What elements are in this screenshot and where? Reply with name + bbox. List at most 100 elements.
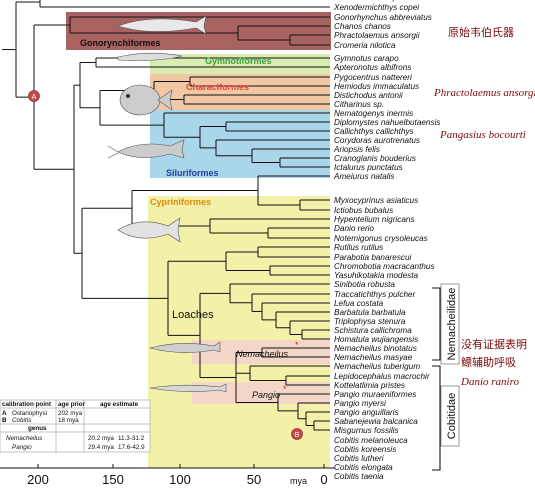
taxon-label: Gymnotus carapo [334, 54, 399, 63]
taxon-label: Nemacheilus masyae [334, 353, 413, 362]
svg-text:Nemacheilidae: Nemacheilidae [446, 288, 458, 361]
taxon-label: Cobitis elongata [334, 463, 393, 472]
cypriniformes-label: Cypriniformes [150, 197, 211, 207]
siluriformes-label: Siluriformes [166, 168, 219, 178]
svg-text:29.4 mya: 29.4 mya [88, 444, 114, 451]
gonorynchiformes-band [66, 12, 331, 50]
gymnotiformes-band [150, 54, 330, 74]
taxon-label: Ictalurus punctatus [334, 163, 403, 172]
axis-tick-50: 50 [247, 472, 261, 487]
taxon-label: Yasuhikotakia modesta [334, 271, 418, 280]
taxon-label: Cobitis melanoleuca [334, 436, 408, 445]
svg-text:A: A [32, 94, 37, 101]
svg-text:Cobitis: Cobitis [12, 417, 32, 424]
danio-note: Danio raniro [460, 376, 519, 388]
taxon-label: Maulisia microlepis [334, 0, 403, 2]
taxon-label: Barbatula barbatula [334, 308, 406, 317]
taxon-label: Diplomystes nahuelbutaensis [334, 118, 441, 127]
taxon-label: Triplophysa stenura [334, 317, 406, 326]
cn-no-evidence-note-1: 没有证据表明 [461, 337, 527, 351]
nemacheilus-label: Nemacheilus [236, 349, 289, 359]
taxon-label: Traccatichthys pulcher [334, 290, 416, 299]
loaches-label: Loaches [172, 309, 214, 321]
taxon-label: Lefua costata [334, 299, 384, 308]
svg-text:11.3-31.2: 11.3-31.2 [118, 435, 145, 442]
svg-text:20.2 mya: 20.2 mya [88, 435, 114, 442]
cn-no-evidence-note-2: 鳔辅助呼吸 [461, 355, 516, 369]
node-a-marker: A [28, 90, 40, 102]
taxon-label: Lepidocephalus macrochir [334, 372, 430, 381]
knifefish-icon [117, 52, 183, 61]
svg-text:Cobitidae: Cobitidae [446, 393, 458, 439]
catfish-icon [107, 139, 185, 159]
taxon-label: Nemacheilus tuberigum [334, 362, 420, 371]
svg-text:genus: genus [28, 425, 47, 432]
svg-text:17.6-42.9: 17.6-42.9 [118, 444, 145, 451]
pangio-label: Pangio [252, 390, 280, 400]
gonorynchiformes-label: Gonorynchiformes [80, 38, 161, 48]
axis-tick-100: 100 [169, 472, 191, 487]
taxon-label: Sinibotia robusta [334, 280, 395, 289]
time-axis: 200 150 100 50 mya 0 [0, 464, 335, 487]
svg-text:Pangio: Pangio [12, 444, 32, 451]
svg-text:calibration point: calibration point [2, 401, 52, 408]
loach-pangio-icon [149, 383, 227, 393]
taxon-label: Cobitis koreensis [334, 445, 396, 454]
svg-text:A: A [2, 410, 7, 417]
nemacheilus-star-icon: * [295, 340, 299, 350]
taxon-label: Misgurnus fossilis [334, 426, 399, 435]
taxon-label: Xenodermichthys copei [333, 3, 419, 12]
taxon-label: Ariopsis felis [333, 145, 380, 154]
pangio-star-icon: * [283, 384, 287, 394]
calibration-table: calibration point age prior age estimate… [0, 399, 151, 453]
cn-primitive-weberian-note: 原始韦伯氏器 [448, 25, 514, 39]
phylogenetic-tree [2, 0, 330, 431]
taxon-label: Notemigonus crysoleucas [334, 234, 428, 243]
cypriniformes-band [148, 196, 330, 468]
taxon-label: Kottelatlimia pristes [334, 381, 405, 390]
svg-text:B: B [295, 432, 300, 439]
milkfish-icon [117, 15, 207, 35]
pangio-band [192, 382, 330, 404]
taxon-label: Hemiodus immaculatus [334, 82, 419, 91]
characiformes-label: Characiformes [186, 82, 249, 92]
taxon-label: Chanos chanos [334, 22, 391, 31]
axis-unit: mya [290, 476, 307, 486]
gymnotiformes-label: Gymnotiformes [205, 56, 272, 66]
nemacheilidae-bracket: Nemacheilidae [432, 283, 460, 365]
taxon-label: Callichthys callichthys [334, 127, 414, 136]
characiformes-band [150, 74, 330, 110]
taxon-label: Pygocentrus nattereri [334, 73, 412, 82]
taxon-label: Rutilus rutilus [334, 243, 383, 252]
taxon-label: Cranoglanis bouderius [334, 154, 416, 163]
taxon-label: Hypentelium nigricans [334, 215, 415, 224]
taxon-label: Apteronotus albifrons [333, 63, 411, 72]
taxon-label: Chromobotia macracanthus [334, 262, 435, 271]
taxon-label: Homatula wujiangensis [334, 335, 418, 344]
svg-text:Nemacheilus: Nemacheilus [6, 435, 43, 442]
taxon-label: Parabotia banarescui [334, 253, 412, 262]
svg-text:B: B [2, 417, 7, 424]
taxon-label: Citharinus sp. [334, 100, 384, 109]
cobitidae-bracket: Cobitidae [432, 365, 460, 471]
taxon-label: Nemacheilus binotatus [334, 344, 417, 353]
taxon-label: Corydoras aurotrenatus [334, 136, 420, 145]
taxon-label: Nematogenys inermis [334, 109, 413, 118]
taxon-label: Gonorhynchus abbreviatus [334, 13, 432, 22]
taxon-label: Pangio muraeniformes [334, 390, 416, 399]
minnow-icon [117, 217, 181, 243]
phractolaemus-note: Phractolaemus ansorgii [433, 87, 535, 99]
taxon-label: Pangio anguillaris [334, 408, 399, 417]
taxon-labels: Maulisia microlepisXenodermichthys copei… [333, 0, 441, 481]
axis-tick-0: 0 [320, 472, 327, 487]
taxon-label: Cromeria nilotica [334, 41, 396, 50]
taxon-label: Distichodus antonii [334, 91, 403, 100]
axis-tick-150: 150 [102, 472, 124, 487]
taxon-label: Phractolaemus ansorgii [334, 31, 420, 40]
axis-tick-200: 200 [27, 472, 49, 487]
taxon-label: Ictiobus bubalus [334, 206, 393, 215]
taxon-label: Pangio myersi [334, 399, 386, 408]
loach-nemacheilus-icon [148, 341, 221, 353]
svg-text:18 mya: 18 mya [58, 417, 79, 424]
